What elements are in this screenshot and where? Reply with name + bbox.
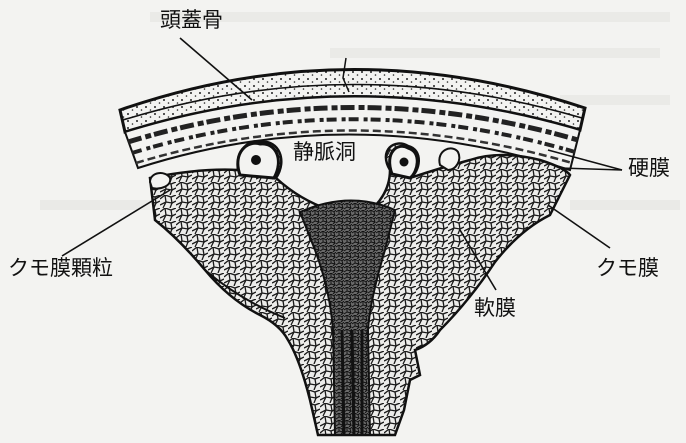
label-skull: 頭蓋骨 [160,10,223,31]
granulation-leader [62,190,170,256]
label-dura-mater: 硬膜 [628,158,670,179]
arachnoid-villus [439,148,459,170]
label-arachnoid-granulation: クモ膜顆粒 [8,258,113,279]
arachnoid-leader [548,205,610,248]
granulation-eye [251,155,261,165]
arachnoid-villus [150,173,170,188]
label-arachnoid-mater: クモ膜 [596,258,659,279]
granulation-eye [400,158,409,167]
label-venous-sinus: 静脈洞 [293,142,356,163]
label-pia-mater: 軟膜 [474,298,516,319]
